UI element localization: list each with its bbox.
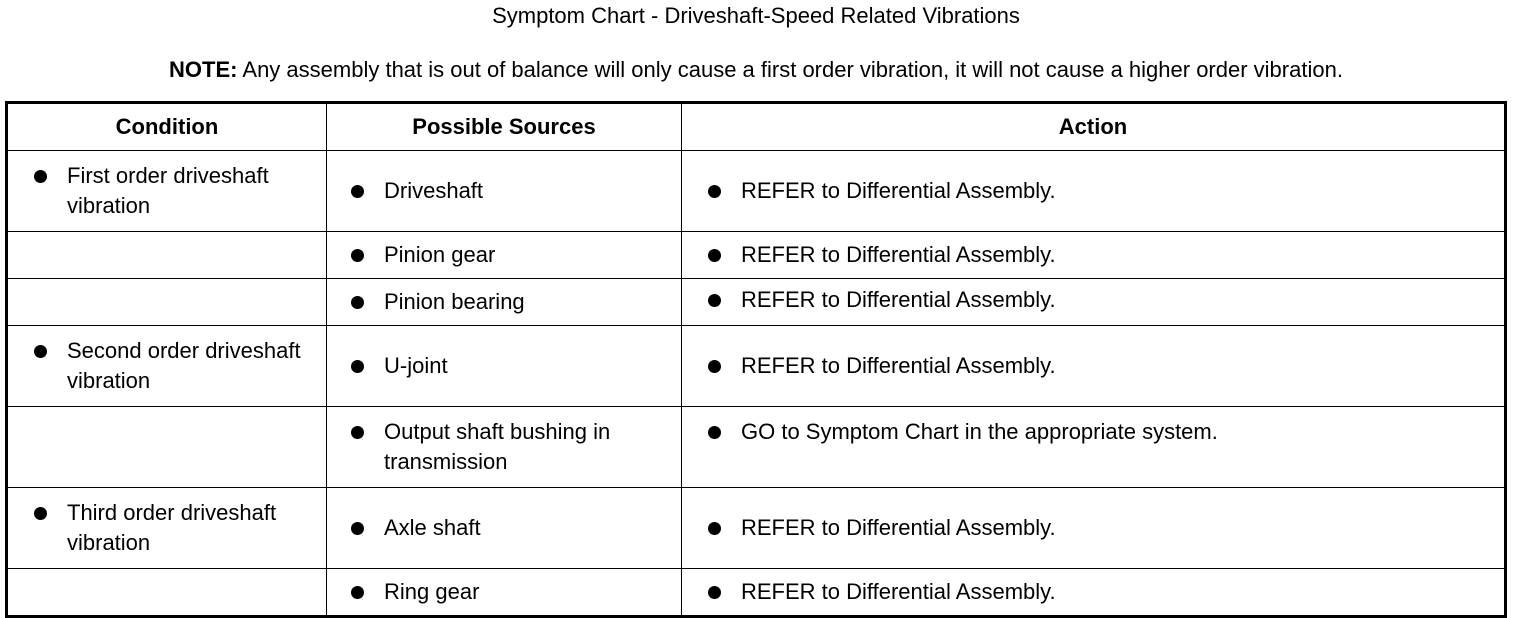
table-header-row: Condition Possible Sources Action	[6, 102, 1506, 151]
bullet-icon	[34, 345, 47, 358]
condition-text: Second order driveshaft vibration	[67, 338, 301, 393]
condition-cell: First order driveshaft vibration	[6, 150, 327, 232]
bullet-icon	[351, 296, 364, 309]
action-text: REFER to Differential Assembly.	[741, 178, 1056, 203]
table-row: Output shaft bushing in transmission GO …	[6, 406, 1506, 488]
bullet-icon	[708, 359, 721, 373]
bullet-icon	[351, 521, 364, 535]
bullet-icon	[34, 507, 47, 520]
action-cell: REFER to Differential Assembly.	[681, 278, 1506, 326]
source-cell: Axle shaft	[326, 487, 682, 569]
header-condition: Condition	[6, 102, 327, 151]
condition-cell: Third order driveshaft vibration	[6, 487, 327, 569]
action-text: GO to Symptom Chart in the appropriate s…	[741, 419, 1218, 444]
action-text: REFER to Differential Assembly.	[741, 515, 1056, 540]
bullet-icon	[708, 184, 721, 198]
bullet-icon	[708, 521, 721, 535]
bullet-icon	[708, 586, 721, 599]
header-possible-sources: Possible Sources	[326, 102, 682, 151]
source-cell: Ring gear	[326, 568, 682, 617]
symptom-chart-table: Condition Possible Sources Action First …	[5, 101, 1507, 618]
bullet-icon	[351, 359, 364, 373]
source-text: Output shaft bushing in transmission	[384, 419, 611, 474]
source-cell: Pinion gear	[326, 231, 682, 279]
source-cell: Output shaft bushing in transmission	[326, 406, 682, 488]
action-cell: GO to Symptom Chart in the appropriate s…	[681, 406, 1506, 488]
condition-text: First order driveshaft vibration	[67, 163, 269, 218]
page-title: Symptom Chart - Driveshaft-Speed Related…	[492, 3, 1020, 28]
action-cell: REFER to Differential Assembly.	[681, 487, 1506, 569]
source-cell: Pinion bearing	[326, 278, 682, 326]
action-cell: REFER to Differential Assembly.	[681, 568, 1506, 617]
source-text: Pinion gear	[384, 242, 496, 267]
bullet-icon	[708, 294, 721, 307]
condition-cell	[6, 568, 327, 617]
action-text: REFER to Differential Assembly.	[741, 579, 1056, 604]
action-cell: REFER to Differential Assembly.	[681, 150, 1506, 232]
bullet-icon	[351, 184, 364, 198]
bullet-icon	[351, 586, 364, 599]
bullet-icon	[34, 170, 47, 183]
note-text: Any assembly that is out of balance will…	[237, 57, 1343, 82]
condition-cell	[6, 231, 327, 279]
header-action: Action	[681, 102, 1506, 151]
table-row: Second order driveshaft vibration U-join…	[6, 325, 1506, 407]
action-cell: REFER to Differential Assembly.	[681, 325, 1506, 407]
source-cell: Driveshaft	[326, 150, 682, 232]
table-row: Third order driveshaft vibration Axle sh…	[6, 487, 1506, 569]
condition-text: Third order driveshaft vibration	[67, 500, 277, 555]
action-text: REFER to Differential Assembly.	[741, 353, 1056, 378]
table-row: Pinion bearing REFER to Differential Ass…	[6, 278, 1506, 326]
bullet-icon	[708, 426, 721, 439]
note-label: NOTE:	[169, 57, 238, 82]
source-text: Driveshaft	[384, 178, 484, 203]
source-text: Axle shaft	[384, 515, 481, 540]
table-row: Pinion gear REFER to Differential Assemb…	[6, 231, 1506, 279]
table-row: First order driveshaft vibration Drivesh…	[6, 150, 1506, 232]
source-cell: U-joint	[326, 325, 682, 407]
bullet-icon	[708, 249, 721, 262]
source-text: Pinion bearing	[384, 289, 525, 314]
source-text: Ring gear	[384, 579, 480, 604]
note-paragraph: NOTE: Any assembly that is out of balanc…	[0, 57, 1512, 83]
table-row: Ring gear REFER to Differential Assembly…	[6, 568, 1506, 617]
condition-cell	[6, 278, 327, 326]
bullet-icon	[351, 426, 364, 439]
source-text: U-joint	[384, 353, 448, 378]
action-cell: REFER to Differential Assembly.	[681, 231, 1506, 279]
condition-cell: Second order driveshaft vibration	[6, 325, 327, 407]
bullet-icon	[351, 249, 364, 262]
condition-cell	[6, 406, 327, 488]
action-text: REFER to Differential Assembly.	[741, 287, 1056, 312]
action-text: REFER to Differential Assembly.	[741, 242, 1056, 267]
